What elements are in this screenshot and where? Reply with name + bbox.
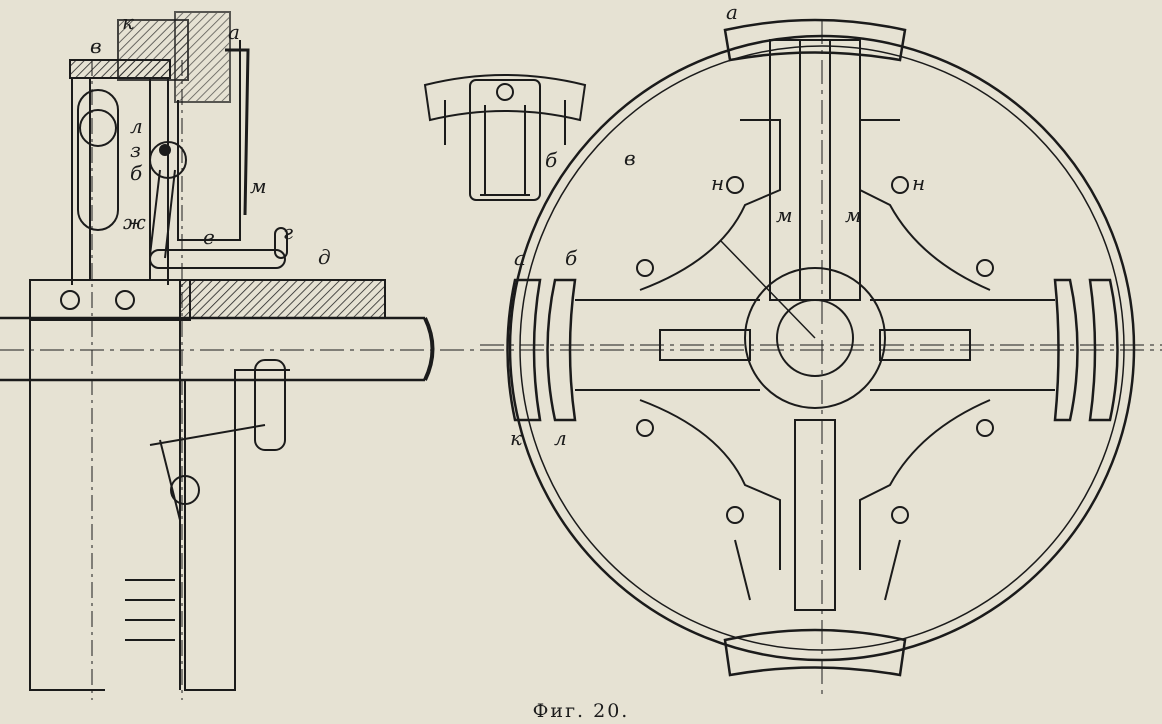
side-view	[0, 11, 1162, 700]
front-label-m-right: м	[845, 203, 862, 227]
side-label-e: е	[203, 225, 215, 249]
side-label-a: а	[228, 20, 240, 44]
front-label-n-left: н	[711, 171, 725, 195]
detail-view	[423, 74, 587, 201]
figure-caption: Фиг. 20.	[532, 700, 630, 722]
side-label-v: в	[90, 34, 102, 58]
side-label-m: м	[250, 174, 267, 198]
front-label-m-left: м	[776, 203, 793, 227]
front-view	[480, 18, 1162, 700]
side-label-z: з	[130, 138, 141, 162]
front-label-a-left: а	[514, 246, 526, 270]
side-label-d: д	[318, 245, 331, 269]
side-label-zh: ж	[123, 210, 146, 234]
side-label-l: л	[130, 114, 143, 138]
front-label-k: к	[510, 426, 522, 450]
front-label-b: б	[565, 246, 578, 270]
front-label-v: в	[624, 146, 636, 170]
front-label-a-top: а	[726, 0, 738, 24]
side-label-b: б	[130, 161, 143, 185]
front-label-n-right: н	[912, 171, 926, 195]
front-label-l: л	[554, 426, 567, 450]
detail-label-b: б	[545, 148, 558, 172]
side-label-g: г	[283, 220, 294, 244]
side-label-k: к	[122, 10, 134, 34]
